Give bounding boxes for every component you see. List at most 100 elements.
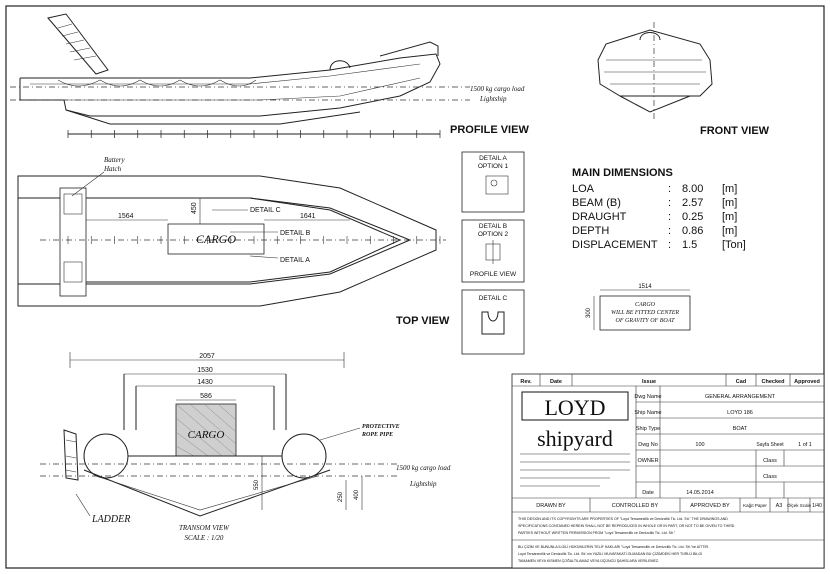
ship-type-label: Ship Type bbox=[636, 426, 660, 432]
copyright-en-1: THIS DESIGN AND ITS COPYRIGHTS ARE PROPE… bbox=[518, 517, 728, 521]
dimension-unit: [Ton] bbox=[722, 239, 746, 251]
dim-1564: 1564 bbox=[118, 213, 134, 220]
detail-c-title: DETAIL C bbox=[479, 295, 508, 302]
dimension-unit: [m] bbox=[722, 225, 737, 237]
controlled-by-label: CONTROLLED BY bbox=[612, 503, 659, 509]
transom-dim-400: 400 bbox=[354, 489, 360, 500]
ship-type-value: BOAT bbox=[733, 426, 748, 432]
dimension-value: 1.5 bbox=[682, 239, 697, 251]
top-view: Battery Hatch 1564 450 1641 CARGO DETAIL… bbox=[17, 156, 450, 327]
detail-a-callout: DETAIL A bbox=[280, 257, 310, 264]
dimension-label: DRAUGHT bbox=[572, 211, 627, 223]
owner-label: OWNER bbox=[637, 458, 658, 464]
profile-view: 1500 kg cargo load Lightship PROFILE VIE… bbox=[10, 13, 529, 138]
dwg-name-label: Dwg Name bbox=[634, 394, 661, 400]
header-cell: Approved bbox=[794, 379, 820, 385]
sheet-label: Sayfa Sheet bbox=[756, 442, 784, 448]
dwg-no-label: Dwg No bbox=[638, 442, 658, 448]
cargo-note-width: 1514 bbox=[638, 284, 652, 290]
dimension-sep: : bbox=[668, 239, 671, 251]
transom-dim-1530: 1530 bbox=[197, 367, 213, 374]
scale-label: Ölçek Scale bbox=[787, 502, 812, 508]
transom-view-scale: SCALE : 1/20 bbox=[185, 534, 224, 542]
date-label: Date bbox=[642, 490, 654, 496]
transom-lightship-label: Lightship bbox=[409, 480, 437, 488]
dwg-name-value: GENERAL ARRANGEMENT bbox=[705, 394, 776, 400]
transom-load-line-label: 1500 kg cargo load bbox=[396, 464, 451, 472]
profile-lightship-label: Lightship bbox=[479, 95, 507, 103]
approved-by-label: APPROVED BY bbox=[690, 503, 730, 509]
detail-b-view: PROFILE VIEW bbox=[470, 271, 517, 278]
ship-name-label: Ship Name bbox=[634, 410, 661, 416]
detail-a-title: DETAIL A bbox=[479, 155, 507, 162]
drawing-frame bbox=[5, 5, 825, 569]
detail-b-callout: DETAIL B bbox=[280, 230, 311, 237]
paper-label: Kağıt Paper bbox=[743, 503, 767, 508]
header-cell: Rev. bbox=[520, 379, 532, 385]
main-dimensions-title: MAIN DIMENSIONS bbox=[572, 167, 673, 179]
transom-dim-1430: 1430 bbox=[197, 379, 213, 386]
copyright-tr-2: Loyd Tersanecilik ve Denizcilik Tic. Ltd… bbox=[518, 551, 702, 556]
transom-dim-550: 550 bbox=[254, 479, 260, 490]
protective-label: PROTECTIVE bbox=[362, 424, 400, 430]
paper-value: A3 bbox=[776, 503, 783, 509]
dimension-sep: : bbox=[668, 197, 671, 209]
detail-c-callout: DETAIL C bbox=[250, 207, 281, 214]
dimension-unit: [m] bbox=[722, 183, 737, 195]
rope-pipe-label: ROPE PIPE bbox=[361, 432, 393, 438]
dim-450: 450 bbox=[191, 202, 198, 214]
dwg-no-value: 100 bbox=[695, 442, 704, 448]
detail-b-box: DETAIL B OPTION 2 PROFILE VIEW bbox=[461, 219, 525, 283]
logo-shipyard: shipyard bbox=[537, 426, 613, 451]
dimension-value: 2.57 bbox=[682, 197, 703, 209]
transom-dim-2057: 2057 bbox=[199, 353, 215, 360]
dimension-sep: : bbox=[668, 211, 671, 223]
dimension-label: BEAM (B) bbox=[572, 197, 621, 209]
detail-b-title: DETAIL B bbox=[479, 223, 507, 230]
profile-view-title: PROFILE VIEW bbox=[450, 124, 529, 136]
top-cargo-label: CARGO bbox=[196, 232, 236, 246]
transom-dim-586: 586 bbox=[200, 393, 212, 400]
copyright-en-3: PARTIES WITHOUT WRITTEN PERMISSION FROM … bbox=[518, 531, 676, 535]
copyright-tr-1: BU ÇİZİM VE BUNUNLA İLGİLİ HÜKÜMLERİN TE… bbox=[518, 544, 709, 549]
drawn-by-label: DRAWN BY bbox=[536, 503, 566, 509]
dimension-unit: [m] bbox=[722, 197, 737, 209]
dimension-unit: [m] bbox=[722, 211, 737, 223]
header-cell: Date bbox=[550, 379, 562, 385]
cargo-note-line3: OF GRAVITY OF BOAT bbox=[616, 318, 676, 324]
ship-name-value: LOYD 186 bbox=[727, 410, 753, 416]
front-view: FRONT VIEW bbox=[597, 22, 770, 137]
logo-loyd: LOYD bbox=[544, 395, 605, 420]
header-cell: Checked bbox=[762, 379, 785, 385]
detail-a-box: DETAIL A OPTION 1 bbox=[461, 151, 525, 213]
dimension-value: 8.00 bbox=[682, 183, 703, 195]
transom-view-title: TRANSOM VIEW bbox=[179, 524, 230, 532]
dimension-label: DISPLACEMENT bbox=[572, 239, 658, 251]
detail-c-box: DETAIL C bbox=[461, 289, 525, 355]
dimension-sep: : bbox=[668, 225, 671, 237]
top-view-title: TOP VIEW bbox=[396, 315, 450, 327]
battery-label: Battery bbox=[104, 156, 125, 164]
profile-load-line-label: 1500 kg cargo load bbox=[470, 85, 525, 93]
class-label-1: Class bbox=[763, 458, 777, 464]
copyright-tr-3: TAMAMEN VEYA KISMEN ÇOĞALTILAMAZ VEYA ÜÇ… bbox=[518, 558, 659, 563]
date-value: 14.05.2014 bbox=[686, 490, 714, 496]
cargo-note-line2: WILL BE FITTED CENTER bbox=[611, 310, 679, 316]
transom-cargo-label: CARGO bbox=[188, 429, 225, 441]
hatch-label: Hatch bbox=[103, 165, 122, 173]
header-cell: Issue bbox=[642, 379, 656, 385]
cargo-note-line1: CARGO bbox=[635, 302, 656, 308]
dimension-label: LOA bbox=[572, 183, 595, 195]
front-view-title: FRONT VIEW bbox=[700, 125, 770, 137]
sheet-value: 1 of 1 bbox=[798, 442, 812, 448]
ladder-label: LADDER bbox=[91, 514, 130, 525]
dimension-value: 0.25 bbox=[682, 211, 703, 223]
transom-view: 2057 1530 1430 586 CARGO PROTECTIVE ROPE… bbox=[40, 352, 451, 542]
dimension-value: 0.86 bbox=[682, 225, 703, 237]
detail-a-option: OPTION 1 bbox=[478, 163, 509, 170]
cargo-note-height: 300 bbox=[586, 307, 592, 318]
dim-1641: 1641 bbox=[300, 213, 316, 220]
detail-b-option: OPTION 2 bbox=[478, 231, 509, 238]
